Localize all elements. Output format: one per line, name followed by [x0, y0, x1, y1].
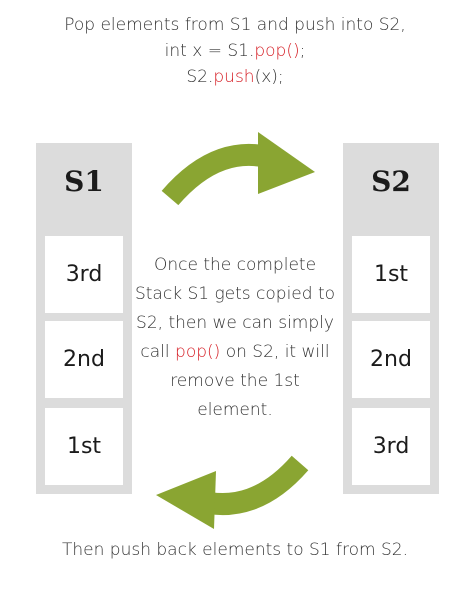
- code-semicolon: ;: [299, 41, 306, 61]
- stack-s2-title: S2: [371, 165, 411, 198]
- middle-line5: remove the 1st element.: [170, 371, 300, 420]
- code-push-method: push: [213, 67, 255, 87]
- stack-s1-cell-bottom: 1st: [45, 408, 123, 485]
- stack-s2: S2 1st 2nd 3rd: [343, 143, 439, 494]
- stack-s2-cell-top: 1st: [352, 236, 430, 313]
- stack-s1-cell-top: 3rd: [45, 236, 123, 313]
- stack-s2-cell-middle: 2nd: [352, 321, 430, 398]
- top-caption: Pop elements from S1 and push into S2, i…: [40, 12, 430, 90]
- stack-s2-cell-bottom: 3rd: [352, 408, 430, 485]
- code-int-x: int x = S1.: [164, 41, 255, 61]
- top-caption-line1: Pop elements from S1 and push into S2,: [64, 15, 406, 35]
- middle-call: call: [140, 342, 176, 362]
- bottom-caption: Then push back elements to S1 from S2.: [61, 540, 409, 560]
- stack-s1-cell-middle: 2nd: [45, 321, 123, 398]
- code-s2: S2.: [186, 67, 214, 87]
- middle-on-s2: on S2, it will: [220, 342, 330, 362]
- stack-s1: S1 3rd 2nd 1st: [36, 143, 132, 494]
- code-pop-method: pop(): [254, 41, 300, 61]
- middle-line1: Once the complete: [153, 255, 317, 275]
- top-caption-line3: S2.push(x);: [40, 64, 430, 90]
- middle-line2: Stack S1 gets copied to: [134, 284, 336, 304]
- curved-arrow-right-icon: [161, 132, 315, 206]
- code-push-args: (x);: [254, 67, 284, 87]
- stack-s1-title: S1: [64, 165, 104, 198]
- middle-explanation: Once the complete Stack S1 gets copied t…: [132, 251, 338, 425]
- middle-pop-method: pop(): [175, 342, 221, 362]
- curved-arrow-left-icon: [156, 455, 309, 529]
- middle-line4: call pop() on S2, it will: [132, 338, 338, 367]
- middle-line3: S2, then we can simply: [136, 313, 334, 333]
- top-caption-line2: int x = S1.pop();: [40, 38, 430, 64]
